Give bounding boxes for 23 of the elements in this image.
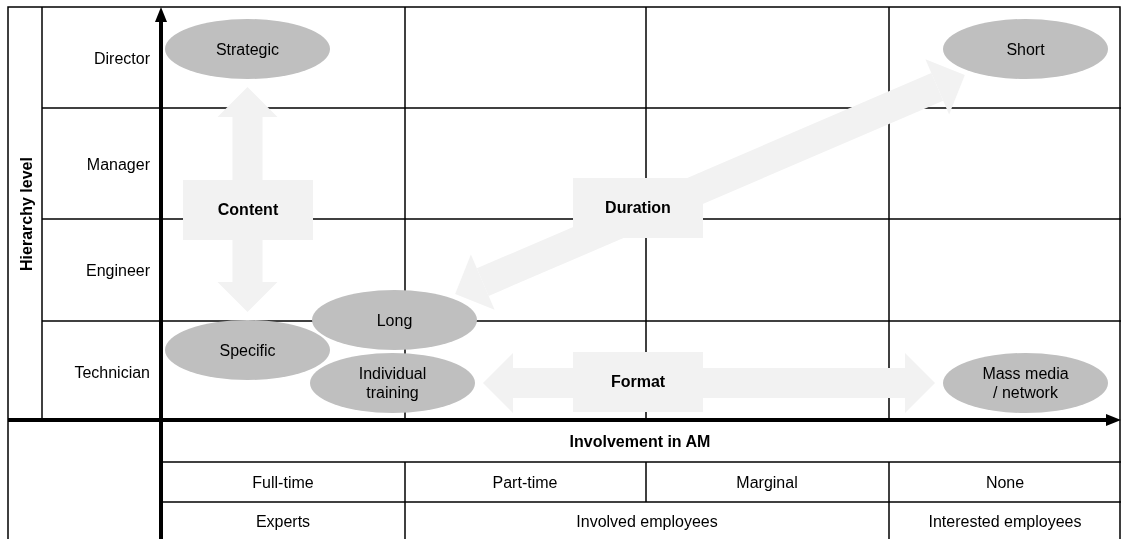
node-label: Long bbox=[376, 310, 413, 330]
node-label: Mass media / network bbox=[981, 364, 1070, 402]
node-label: Specific bbox=[219, 340, 276, 360]
row-label: Engineer bbox=[85, 260, 150, 280]
node-label: Short bbox=[1006, 39, 1045, 59]
table-cell-text: Interested employees bbox=[928, 511, 1082, 531]
row-label: Manager bbox=[86, 154, 150, 174]
table-cell-text: Marginal bbox=[736, 472, 798, 492]
row-label: Director bbox=[94, 48, 150, 68]
edge-label: Duration bbox=[573, 178, 703, 238]
table-cell-text: Experts bbox=[255, 511, 311, 531]
axis-title: Involvement in AM bbox=[569, 431, 711, 451]
ellipse-node bbox=[165, 320, 330, 380]
row-label: Technician bbox=[74, 362, 150, 382]
node-label: Strategic bbox=[215, 39, 280, 59]
axis-title: Hierarchy level bbox=[16, 157, 36, 271]
node-label: Individual training bbox=[357, 364, 428, 402]
table-cell-text: Part-time bbox=[492, 472, 558, 492]
table-cell-text: None bbox=[985, 472, 1025, 492]
table-cell-text: Involved employees bbox=[576, 511, 718, 531]
table-cell-text: Full-time bbox=[252, 472, 314, 492]
edge-label: Content bbox=[183, 180, 313, 240]
edge-label: Format bbox=[573, 352, 703, 412]
